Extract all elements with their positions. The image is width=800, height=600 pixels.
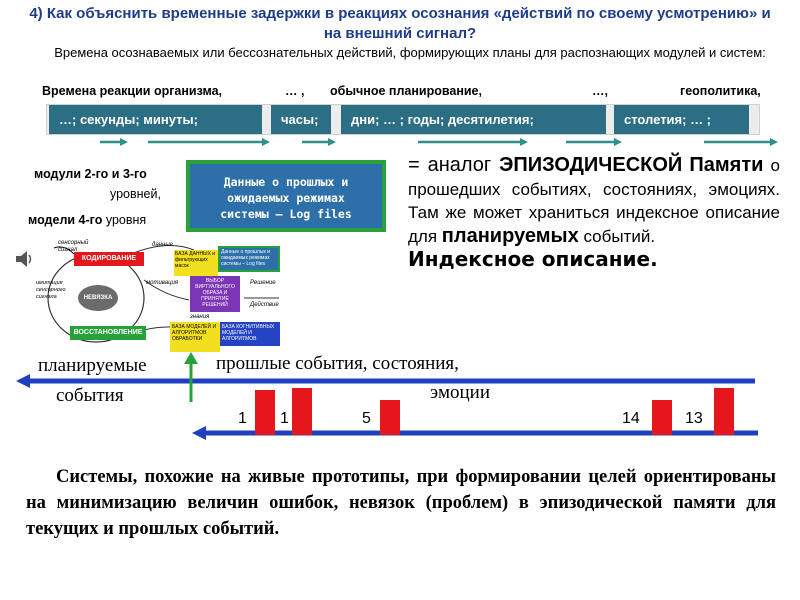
event-count: 1 bbox=[238, 410, 247, 427]
diagram-restore-box: ВОССТАНОВЛЕНИЕ bbox=[70, 326, 146, 340]
scale-label-geopolitics: геополитика, bbox=[680, 84, 761, 98]
analog-planned-rest: событий. bbox=[578, 226, 656, 246]
analog-episodic: ЭПИЗОДИЧЕСКОЙ bbox=[499, 154, 683, 176]
now-marker-head bbox=[184, 352, 198, 364]
diagram-imitation-label: имитация сенсорного сигнала bbox=[36, 280, 66, 300]
modules-note-rest: уровней, bbox=[110, 187, 161, 201]
diagram-knowledge-label: знания bbox=[190, 314, 210, 320]
conclusion-text: Системы, похожие на живые прототипы, при… bbox=[26, 467, 776, 539]
models-note: модели 4-го уровня bbox=[28, 210, 146, 230]
log-box-line-2: ожидаемых режимах bbox=[227, 191, 345, 205]
event-count: 13 bbox=[685, 410, 703, 427]
diagram-cognitive-box: БАЗА КОГНИТИВНЫХ МОДЕЛЕЙ И АЛГОРИТМОВ bbox=[220, 322, 280, 346]
log-files-box: Данные о прошлых и ожидаемых режимах сис… bbox=[186, 160, 386, 232]
scale-cell-days: дни; … ; годы; десятилетия; bbox=[341, 105, 606, 134]
scale-label-ellipsis-1: … , bbox=[285, 84, 305, 98]
planned-events-label-2: события bbox=[56, 385, 124, 406]
modules-note: модули 2-го и 3-го bbox=[34, 164, 147, 184]
past-events-label: прошлые события, состояния, bbox=[216, 353, 459, 374]
planned-events-label: планируемые bbox=[38, 355, 147, 376]
page-subtitle: Времена осознаваемых или бессознательных… bbox=[54, 45, 766, 60]
analog-memory-rest: о прошедших событиях, состояниях, эмоция… bbox=[408, 156, 780, 246]
diagram-sensor-label: сенсорный сигнал bbox=[58, 240, 89, 253]
timeline-upper-head bbox=[16, 374, 30, 388]
diagram-log-small-box: Данные о прошлых и ожидаемых режимах сис… bbox=[218, 246, 280, 272]
event-bar bbox=[714, 388, 734, 435]
diagram-models-box: БАЗА МОДЕЛЕЙ И АЛГОРИТМОВ ОБРАБОТКИ bbox=[170, 322, 220, 352]
scale-arrow bbox=[100, 138, 128, 146]
cognitive-loop-diagram: сенсорный сигнал КОДИРОВАНИЕ НЕВЯЗКА ВОС… bbox=[14, 240, 284, 356]
scale-arrow bbox=[148, 138, 270, 146]
event-count: 1 bbox=[280, 410, 289, 427]
analog-memory: Памяти bbox=[689, 154, 764, 176]
scale-label-reaction: Времена реакции организма, bbox=[42, 84, 223, 98]
analog-prefix: = аналог bbox=[408, 154, 500, 176]
models-note-bold: модели 4-го bbox=[28, 213, 103, 227]
scale-label-ellipsis-2: …, bbox=[592, 84, 608, 98]
event-count: 5 bbox=[362, 410, 371, 427]
page-title: 4) Как объяснить временные задержки в ре… bbox=[29, 5, 771, 42]
scale-arrow bbox=[566, 138, 622, 146]
speaker-icon[interactable] bbox=[14, 250, 34, 268]
models-note-rest: уровня bbox=[105, 213, 147, 227]
event-bar bbox=[380, 400, 400, 435]
diagram-data-label: данные bbox=[152, 242, 174, 248]
diagram-action-label: Действие bbox=[250, 302, 279, 308]
scale-cell-hours: часы; bbox=[271, 105, 331, 134]
log-box-line-1: Данные о прошлых и bbox=[223, 175, 349, 189]
modules-note-bold: модули 2-го и 3-го bbox=[34, 167, 147, 181]
analog-planned: планируемых bbox=[441, 224, 579, 247]
event-bar bbox=[255, 390, 275, 435]
event-bar bbox=[292, 388, 312, 435]
diagram-choice-box: ВЫБОР ВИРТУАЛЬНОГО ОБРАЗА И ПРИНЯТИЕ РЕШ… bbox=[190, 276, 240, 312]
scale-arrow bbox=[302, 138, 336, 146]
log-box-line-3: системы – Log files bbox=[220, 207, 352, 221]
episodic-memory-text: = аналог ЭПИЗОДИЧЕСКОЙ Памяти о прошедши… bbox=[408, 154, 780, 272]
timeline-lower-head bbox=[192, 426, 206, 440]
diagram-mismatch-node: НЕВЯЗКА bbox=[78, 285, 118, 311]
scale-arrow bbox=[704, 138, 778, 146]
diagram-db-filters-box: БАЗА ДАННЫХ и фильтрующих масок bbox=[174, 250, 218, 276]
scale-cell-seconds: …; секунды; минуты; bbox=[49, 105, 262, 134]
diagram-decision-label: Решение bbox=[250, 280, 276, 286]
diagram-motivation-label: мотивация bbox=[146, 280, 179, 286]
scale-cell-centuries: столетия; … ; bbox=[614, 105, 749, 134]
past-events-label-2: эмоции bbox=[430, 382, 491, 403]
event-count: 14 bbox=[622, 410, 640, 427]
event-bar bbox=[652, 400, 672, 435]
scale-label-planning: обычное планирование, bbox=[330, 84, 482, 98]
scale-arrows bbox=[100, 138, 778, 146]
diagram-coding-box: КОДИРОВАНИЕ bbox=[74, 252, 144, 266]
index-description: Индексное описание. bbox=[408, 247, 658, 271]
scale-arrow bbox=[418, 138, 528, 146]
conclusion-paragraph: Системы, похожие на живые прототипы, при… bbox=[26, 464, 776, 542]
